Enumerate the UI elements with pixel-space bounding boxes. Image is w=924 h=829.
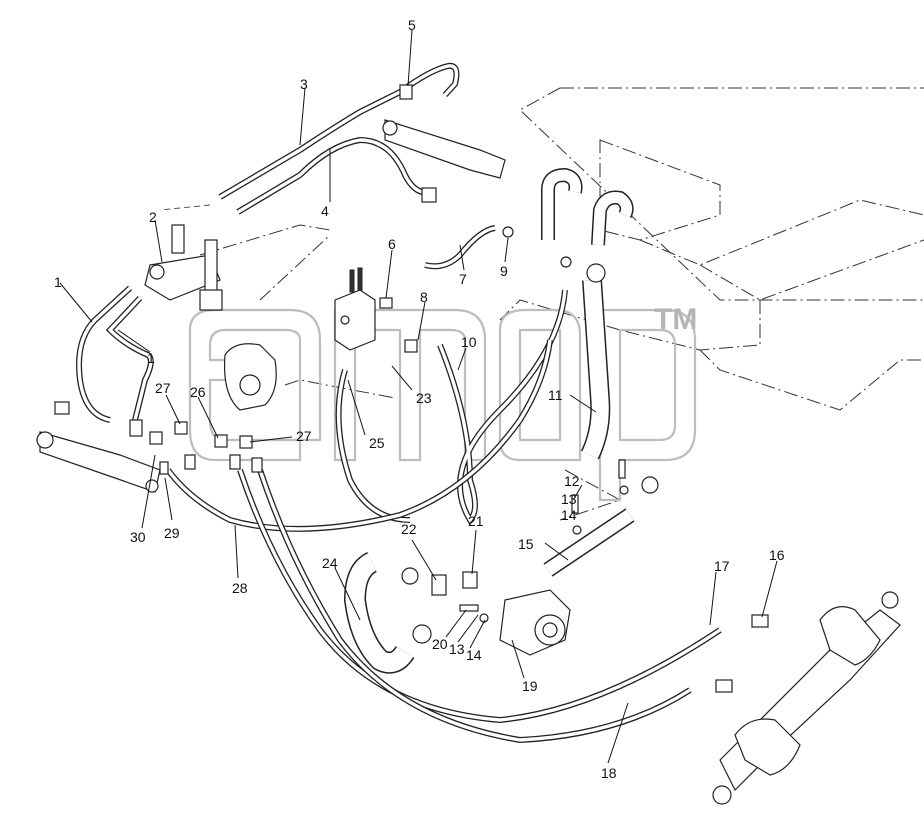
callout-22: 22 <box>401 521 417 537</box>
fitting <box>379 297 393 309</box>
callout-1-left: 1 <box>54 274 62 290</box>
fitting <box>421 187 437 203</box>
callout-21: 21 <box>468 513 484 529</box>
o-ring <box>586 263 606 283</box>
callout-25: 25 <box>369 435 385 451</box>
gear-pump-housing <box>223 343 277 411</box>
callout-20: 20 <box>432 636 448 652</box>
left-hydraulic-cylinder <box>36 431 161 493</box>
watermark-logo: TM <box>188 303 697 502</box>
callout-19: 19 <box>522 678 538 694</box>
callout-27-right: 27 <box>296 428 312 444</box>
callout-30: 30 <box>130 529 146 545</box>
fitting <box>184 454 196 470</box>
hoses-and-tubes <box>76 62 722 744</box>
fitting <box>251 457 263 473</box>
machine-frame-outline <box>159 87 924 521</box>
callout-7: 7 <box>459 271 467 287</box>
fitting <box>751 614 769 628</box>
washer <box>560 256 572 268</box>
fitting <box>159 461 169 475</box>
callout-16: 16 <box>769 547 785 563</box>
distributor-block <box>144 224 223 311</box>
callout-13-upper: 13 <box>561 491 577 507</box>
callout-6: 6 <box>388 236 396 252</box>
callout-11: 11 <box>548 387 563 403</box>
callout-9: 9 <box>500 263 508 279</box>
fitting <box>214 434 228 448</box>
callout-13-lower: 13 <box>449 641 465 657</box>
callout-4: 4 <box>321 203 329 219</box>
fitting <box>149 431 163 445</box>
callout-12: 12 <box>564 473 580 489</box>
bolt <box>571 494 579 514</box>
fitting <box>399 84 413 100</box>
callout-14-lower: 14 <box>466 647 482 663</box>
fitting <box>404 339 418 353</box>
hydraulic-pump <box>499 589 571 656</box>
callout-15: 15 <box>518 536 534 552</box>
callout-10: 10 <box>461 334 477 350</box>
callout-18: 18 <box>601 765 617 781</box>
o-ring <box>412 624 432 644</box>
fitting <box>129 419 143 437</box>
callout-26: 26 <box>190 384 206 400</box>
leader-lines <box>59 29 778 764</box>
o-ring <box>641 476 659 494</box>
callout-2: 2 <box>149 209 157 225</box>
fitting <box>462 571 478 589</box>
callout-27-left: 27 <box>155 380 171 396</box>
callout-5: 5 <box>408 17 416 33</box>
callout-3: 3 <box>300 76 308 92</box>
fitting <box>715 679 733 693</box>
bolt <box>459 604 479 612</box>
callout-24: 24 <box>322 555 338 571</box>
trademark-symbol: TM <box>654 303 697 336</box>
right-hydraulic-cylinder <box>712 591 901 805</box>
bolt <box>618 459 626 479</box>
fitting <box>54 401 70 415</box>
washer <box>572 525 582 535</box>
callout-1-right: 1 <box>147 350 155 366</box>
callout-23: 23 <box>416 390 432 406</box>
callout-14-upper: 14 <box>561 507 577 523</box>
callout-28: 28 <box>232 580 248 596</box>
o-ring <box>401 567 419 585</box>
callout-29: 29 <box>164 525 180 541</box>
washer <box>619 485 629 495</box>
callout-17: 17 <box>714 558 730 574</box>
components <box>36 84 901 805</box>
callout-8: 8 <box>420 289 428 305</box>
fitting <box>502 226 514 238</box>
fitting <box>174 421 188 435</box>
washer <box>479 613 489 623</box>
control-valve-block <box>334 267 376 351</box>
fitting <box>229 454 241 470</box>
fitting <box>431 574 447 596</box>
callout-labels: 1 1 2 3 4 5 6 7 8 9 10 11 12 13 14 15 16… <box>54 17 785 781</box>
top-hydraulic-cylinder <box>382 119 506 179</box>
